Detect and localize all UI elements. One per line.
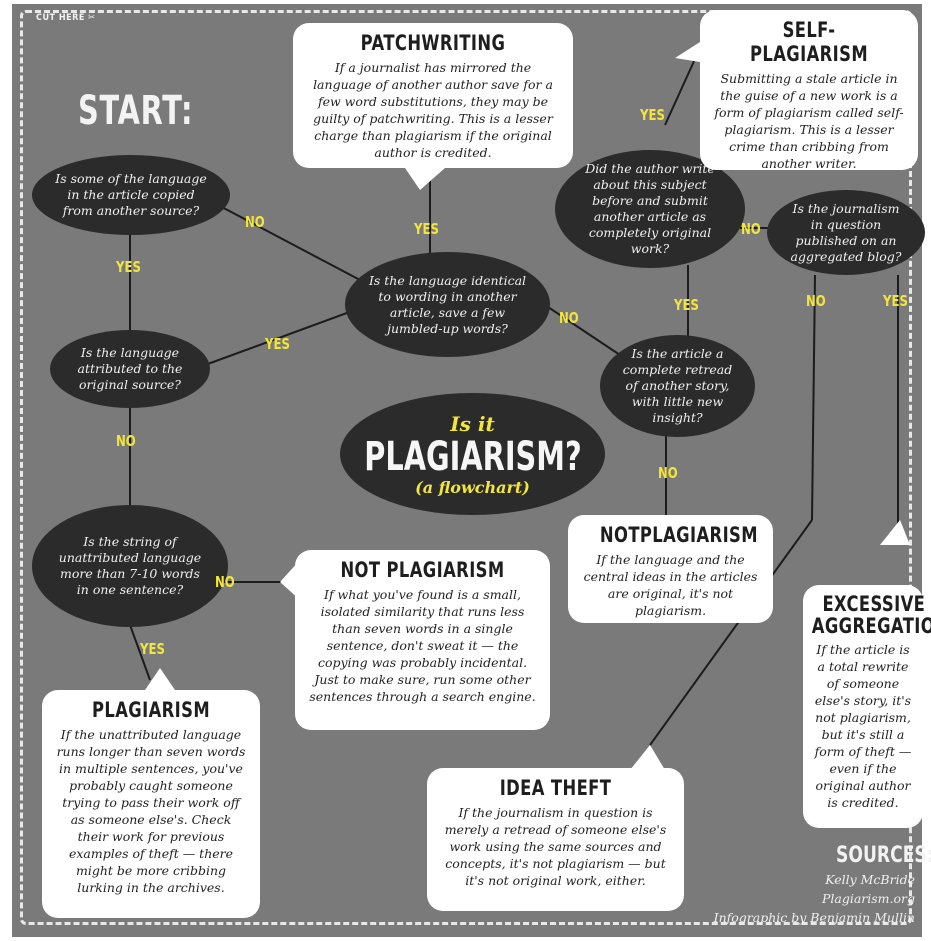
question-identical: Is the language identical to wording in … xyxy=(345,252,550,357)
label-no-attributed: NO xyxy=(116,432,136,450)
question-string: Is the string of unattributed language m… xyxy=(32,505,228,627)
label-no-aggregated: NO xyxy=(806,292,826,310)
outcome-title: PLAGIARISM xyxy=(91,698,211,722)
outcome-title: PATCHWRITING xyxy=(360,31,506,55)
cut-here-label: CUT HERE ✂ xyxy=(36,13,96,23)
title-plagiarism: PLAGIARISM? xyxy=(363,433,582,480)
outcome-patchwriting: PATCHWRITING If a journalist has mirrore… xyxy=(293,23,573,168)
title-is-it: Is it xyxy=(450,411,495,436)
outcome-text: If a journalist has mirrored the languag… xyxy=(313,60,553,160)
outcome-title: IDEA THEFT xyxy=(499,776,612,800)
question-aggregated: Is the journalism in question published … xyxy=(767,190,925,275)
label-yes-retread-branch: YES xyxy=(674,296,699,314)
outcome-text: If the language and the central ideas in… xyxy=(583,552,758,618)
outcome-self-plagiarism: SELF-PLAGIARISM Submitting a stale artic… xyxy=(700,10,918,171)
label-no-string: NO xyxy=(215,573,235,591)
title-subtitle: (a flowchart) xyxy=(415,477,530,497)
outcome-title: SELF-PLAGIARISM xyxy=(749,18,869,66)
question-attributed: Is the language attributed to the origin… xyxy=(50,330,210,408)
outcome-title-line2: AGGREGATION xyxy=(811,614,931,638)
label-no-retread: NO xyxy=(658,464,678,482)
sources-title: SOURCES: xyxy=(836,843,931,868)
label-yes-copied: YES xyxy=(116,258,141,276)
cut-border xyxy=(20,10,912,925)
label-yes-identical: YES xyxy=(414,220,439,238)
question-retread: Is the article a complete retread of ano… xyxy=(600,335,755,437)
scissors-icon: ✂ xyxy=(88,13,96,23)
label-yes-string: YES xyxy=(140,640,165,658)
source-credit: Infographic by Benjamin Mullin xyxy=(713,910,915,925)
outcome-title: NOTPLAGIARISM xyxy=(599,523,758,547)
outcome-idea-theft: IDEA THEFT If the journalism in question… xyxy=(427,768,684,911)
label-no-identical: NO xyxy=(559,309,579,327)
source-line: Kelly McBride xyxy=(825,872,915,887)
outcome-text: Submitting a stale article in the guise … xyxy=(714,71,904,171)
outcome-not-plagiarism-right: NOTPLAGIARISM If the language and the ce… xyxy=(568,515,773,623)
source-line: Plagiarism.org xyxy=(821,891,915,906)
label-no-author: NO xyxy=(741,220,761,238)
question-copied: Is some of the language in the article c… xyxy=(32,155,230,235)
title-oval: Is it PLAGIARISM? (a flowchart) xyxy=(340,393,605,515)
label-yes-author: YES xyxy=(640,106,665,124)
label-yes-attributed: YES xyxy=(265,335,290,353)
outcome-title: NOT PLAGIARISM xyxy=(340,558,505,582)
label-yes-aggregated: YES xyxy=(883,292,908,310)
outcome-title-line1: EXCESSIVE xyxy=(822,592,926,616)
outcome-text: If the journalism in question is merely … xyxy=(444,805,667,888)
outcome-text: If the unattributed language runs longer… xyxy=(56,727,246,895)
outcome-not-plagiarism: NOT PLAGIARISM If what you've found is a… xyxy=(295,550,550,730)
outcome-text: If the article is a total rewrite of som… xyxy=(814,642,912,810)
question-author: Did the author write about this subject … xyxy=(555,150,745,268)
outcome-text: If what you've found is a small, isolate… xyxy=(309,587,536,704)
label-no-copied: NO xyxy=(245,213,265,231)
outcome-plagiarism: PLAGIARISM If the unattributed language … xyxy=(42,690,260,918)
start-label: START: xyxy=(78,88,194,134)
outcome-excessive-aggregation: EXCESSIVE AGGREGATION If the article is … xyxy=(803,585,931,828)
